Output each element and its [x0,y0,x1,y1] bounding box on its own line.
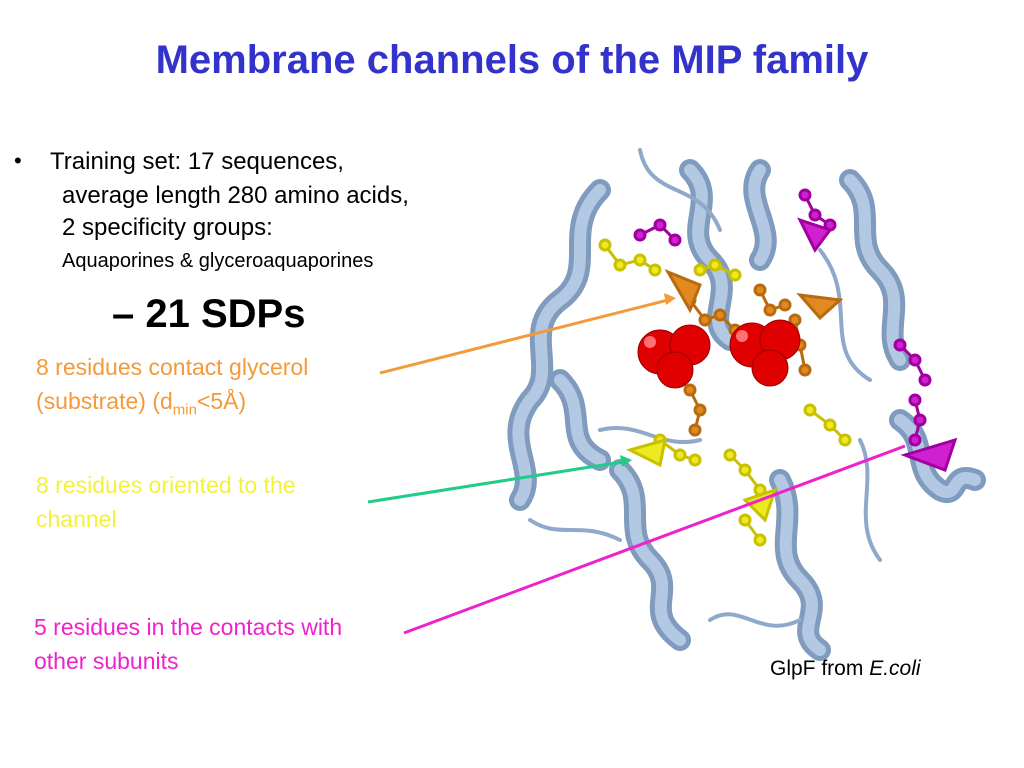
annotation-subunit-line1: 5 residues in the contacts with [34,614,343,640]
bullet-line-3: 2 specificity groups: [62,214,273,241]
bullet-marker: • [14,148,22,173]
subunit-pointer [403,444,906,635]
annotation-channel-line2: channel [36,506,117,532]
figure-caption: GlpF from E.coli [770,657,921,681]
caption-organism: E.coli [869,657,921,680]
channel-pointer [367,460,623,504]
slide-title: Membrane channels of the MIP family [155,38,869,82]
caption-text: GlpF from [770,657,870,680]
annotation-channel-line1: 8 residues oriented to the [36,472,296,498]
bullet-line-4: Aquaporines & glyceroaquaporines [62,250,374,272]
annotation-glycerol-sub: min [172,401,197,419]
sdp-count: – 21 SDPs [112,292,306,336]
glycerol-molecules [637,319,801,389]
subunit-contact-residues [633,188,958,472]
protein-ribbon [507,148,986,661]
annotation-glycerol-post: <5Å) [196,388,247,414]
bullet-line-1: Training set: 17 sequences, [50,148,344,175]
annotation-subunit-contacts: 5 residues in the contacts with other su… [34,610,342,678]
glycerol-pointer [379,298,669,375]
annotation-pointers [367,293,906,635]
bullet-line-2: average length 280 amino acids, [62,182,409,209]
annotation-glycerol-pre: (substrate) (d [36,388,173,414]
annotation-glycerol-line2: (substrate) (dmin<5Å) [36,384,308,428]
annotation-channel-oriented: 8 residues oriented to the channel [36,468,296,536]
annotation-subunit-line2: other subunits [34,648,179,674]
annotation-glycerol-line1: 8 residues contact glycerol [36,354,309,380]
channel-residues [598,238,852,547]
annotation-glycerol-contact: 8 residues contact glycerol (substrate) … [36,350,308,428]
